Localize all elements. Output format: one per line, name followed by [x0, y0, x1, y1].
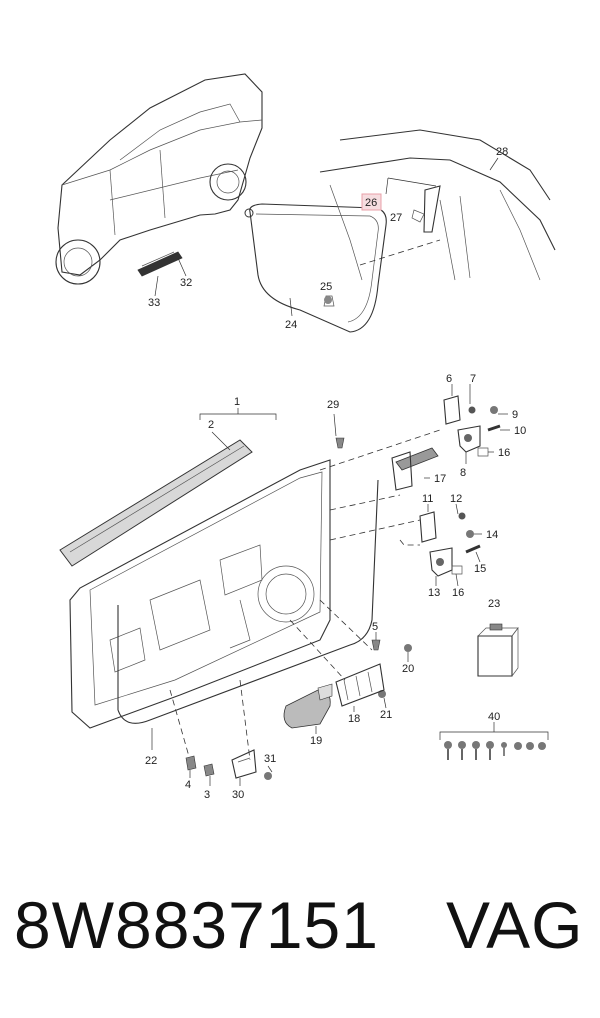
callout-13: 13: [428, 587, 440, 599]
lower-hinge-part: [419, 511, 463, 577]
callout-5: 5: [372, 621, 378, 633]
callout-1: 1: [234, 396, 240, 408]
mount-bracket-part: [231, 749, 257, 779]
callout-12: 12: [450, 493, 462, 505]
brand-label: VAG: [446, 888, 584, 962]
callout-24: 24: [285, 319, 297, 331]
fastener-kit: [439, 722, 549, 760]
body-opening-illustration: [319, 129, 556, 281]
leader-lines: [151, 384, 510, 786]
callout-25: 25: [320, 281, 332, 293]
callout-33: 33: [148, 297, 160, 309]
callout-4: 4: [185, 779, 191, 791]
grease-container: [477, 623, 519, 677]
callout-7: 7: [470, 373, 476, 385]
window-seal-part: [59, 439, 253, 567]
callout-2: 2: [208, 419, 214, 431]
striker-part: [335, 663, 385, 707]
part-number: 8W8837151: [14, 888, 379, 962]
callout-31: 31: [264, 753, 276, 765]
assembly-lines: [169, 429, 441, 761]
callout-30: 30: [232, 789, 244, 801]
callout-16-lower: 16: [452, 587, 464, 599]
callout-16-upper: 16: [498, 447, 510, 459]
callout-8: 8: [460, 467, 466, 479]
callout-27: 27: [390, 212, 402, 224]
callout-15: 15: [474, 563, 486, 575]
highlight-26: [361, 193, 382, 211]
callout-3: 3: [204, 789, 210, 801]
callout-29: 29: [327, 399, 339, 411]
callout-6: 6: [446, 373, 452, 385]
door-handle-part: [283, 683, 333, 729]
callout-19: 19: [310, 735, 322, 747]
door-shell-part: [69, 459, 331, 729]
callout-21: 21: [380, 709, 392, 721]
callout-28: 28: [496, 146, 508, 158]
fasteners: [185, 296, 501, 780]
car-illustration: [55, 73, 263, 285]
callout-11: 11: [422, 493, 433, 505]
callout-20: 20: [402, 663, 414, 675]
door-check-part: [391, 447, 439, 491]
door-frame-seal-part: [117, 479, 379, 724]
upper-hinge-part: [443, 395, 489, 457]
callout-labels: 1 2 3 4 5 6 7 8 9 10 11 12 13 14 15 16 1…: [145, 146, 526, 801]
door-seal-part: [244, 203, 387, 333]
callout-9: 9: [512, 409, 518, 421]
callout-18: 18: [348, 713, 360, 725]
sill-trim-part: [137, 251, 187, 297]
callout-23: 23: [488, 598, 500, 610]
callout-14: 14: [486, 529, 498, 541]
callout-26: 26: [365, 197, 377, 209]
callout-17: 17: [434, 473, 446, 485]
callout-40: 40: [488, 711, 500, 723]
callout-32: 32: [180, 277, 192, 289]
callout-22: 22: [145, 755, 157, 767]
assembly-bracket: [199, 408, 277, 420]
callout-10: 10: [514, 425, 526, 437]
